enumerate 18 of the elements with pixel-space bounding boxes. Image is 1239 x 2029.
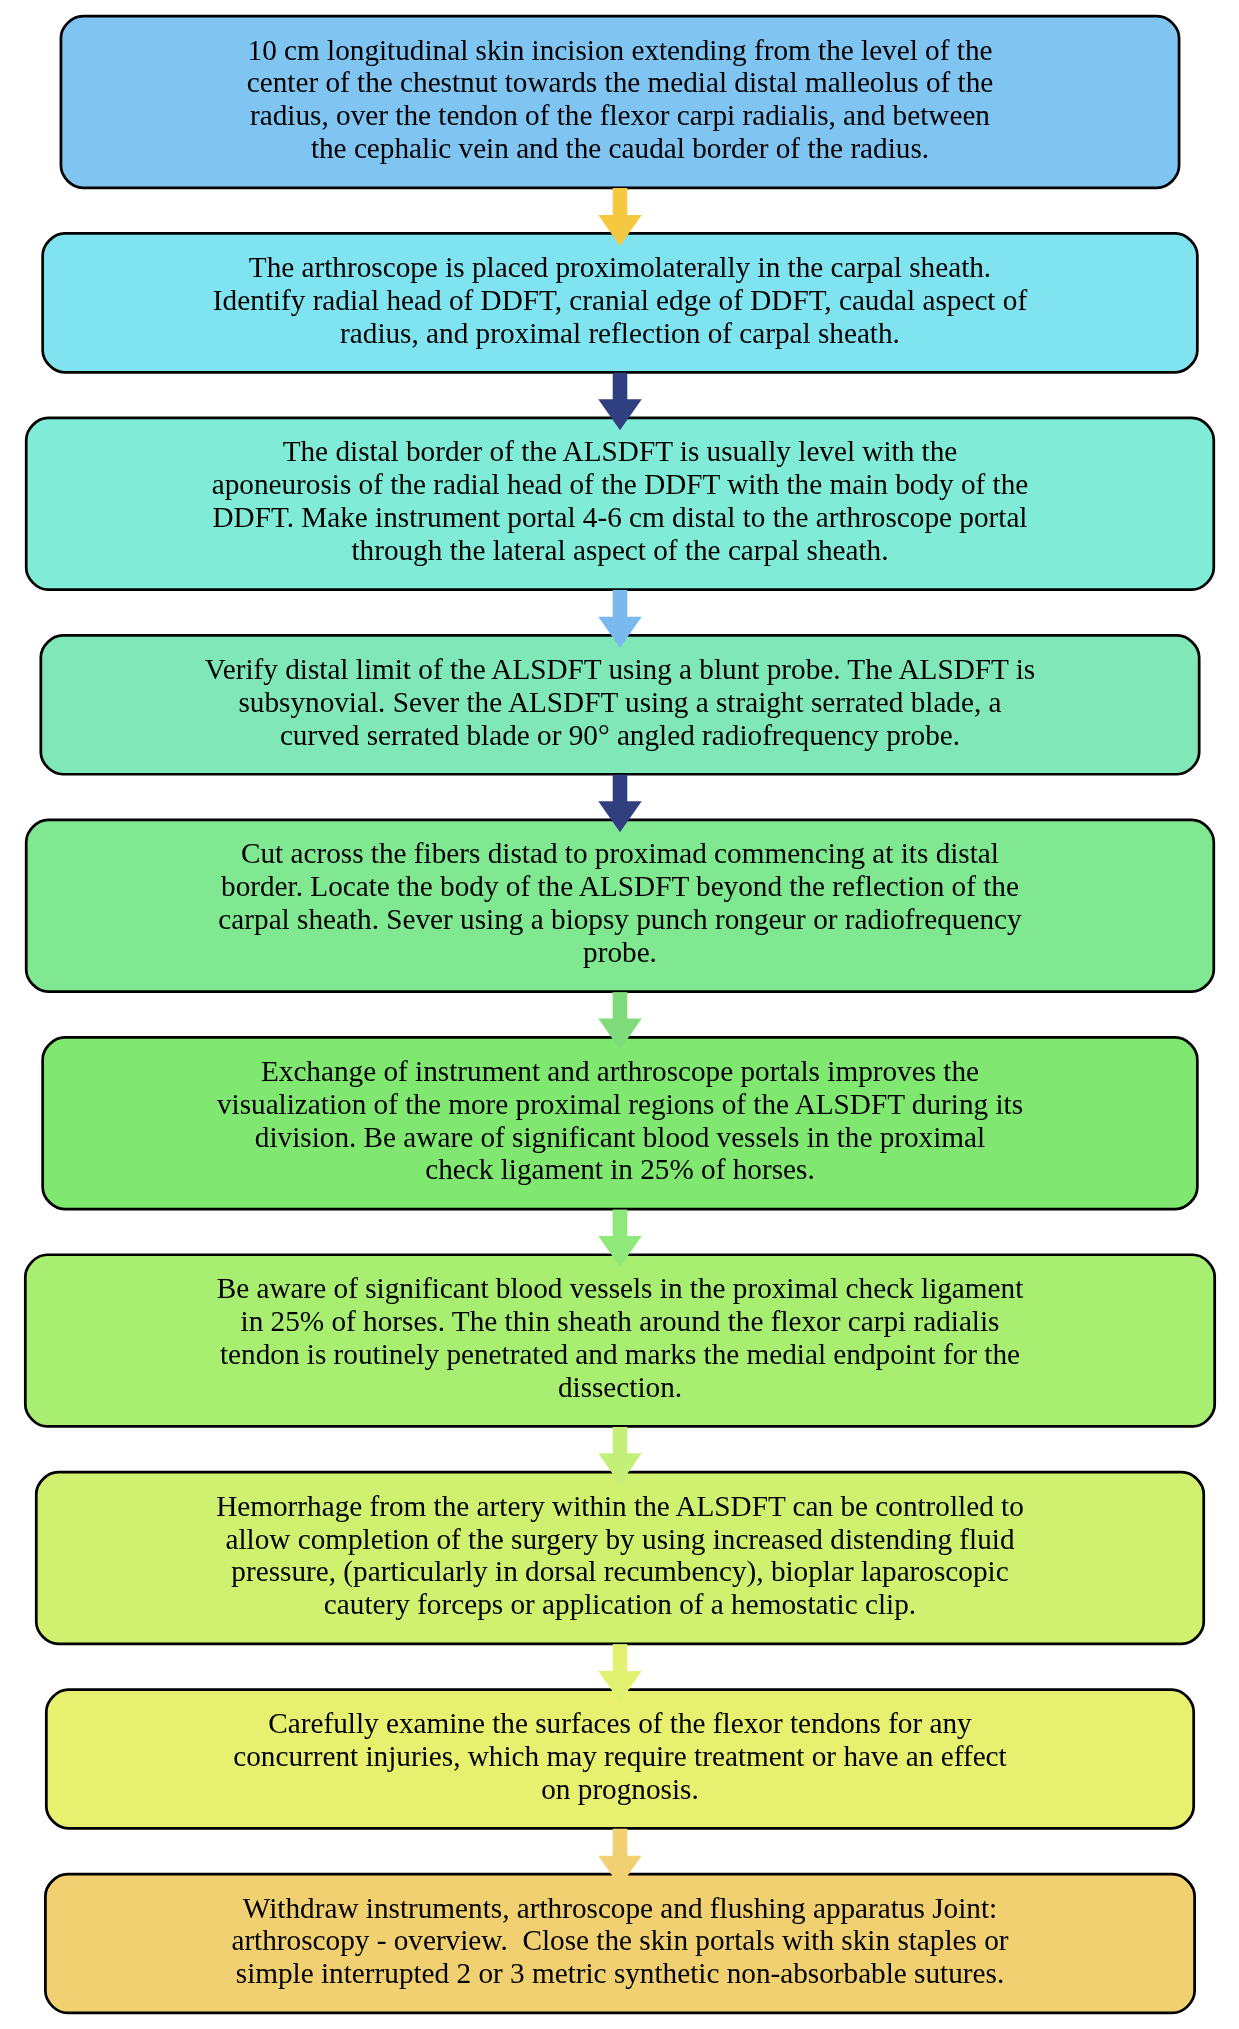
arrow [597, 1209, 642, 1267]
arrow [597, 589, 642, 648]
node-box: Withdraw instruments, arthroscope and flushing apparatus Joint: arthroscopy - overview. Close the skin portals with skin staples or simple interrupted 2 or 3 metric synthetic non-absorbable sutures. [43, 1872, 1196, 2015]
node-box: Hemorrhage from the artery within the ALSDFT can be controlled to allow completion of the surgery by using increased distending fluid pressure, (particularly in dorsal recumbency), bioplar laparoscopic cautery forceps or application of a hemostatic clip. [34, 1470, 1205, 1646]
arrow [597, 992, 642, 1050]
node-box: The distal border of the ALSDFT is usually level with the aponeurosis of the radial head of the DDFT with the main body of the DDFT. Make instrument portal 4-6 cm distal to the arthroscope portal through the lateral aspect of the carpal sheath. [24, 416, 1215, 592]
node-box: Cut across the fibers distad to proximad commencing at its distal border. Locate the body of the ALSDFT beyond the reflection of the carpal sheath. Sever using a biopsy punch rongeur or radiofrequency probe. [24, 818, 1215, 994]
arrow [597, 774, 642, 833]
arrow [597, 188, 642, 246]
node-box: Verify distal limit of the ALSDFT using a blunt probe. The ALSDFT is subsynovial. Sever the ALSDFT using a straight serrated blade, a curved serrated blade or 90° angled radiofrequency probe. [38, 634, 1201, 776]
node-box: 10 cm longitudinal skin incision extending from the level of the center of the chestnut towards the medial distal malleolus of the radius, over the tendon of the flexor carpi radialis, and between the cephalic vein and the caudal border of the radius. [59, 14, 1180, 190]
arrow [597, 372, 642, 431]
node-box: The arthroscope is placed proximolaterally in the carpal sheath. Identify radial head of DDFT, cranial edge of DDFT, caudal aspect of radius, and proximal reflection of carpal sheath. [40, 232, 1199, 374]
arrow [597, 1426, 642, 1485]
node-box: Exchange of instrument and arthroscope portals improves the visualization of the more proximal regions of the ALSDFT during its division. Be aware of significant blood vessels in the proximal check ligament in 25% of horses. [40, 1035, 1199, 1211]
arrow [597, 1644, 642, 1703]
node-box: Be aware of significant blood vessels in the proximal check ligament in 25% of horses. The thin sheath around the flexor carpi radialis tendon is routinely penetrated and marks the medial endpoint for the dissection. [23, 1253, 1216, 1428]
node-box: Carefully examine the surfaces of the flexor tendons for any concurrent injuries, which may require treatment or have an effect on prognosis. [44, 1688, 1195, 1830]
